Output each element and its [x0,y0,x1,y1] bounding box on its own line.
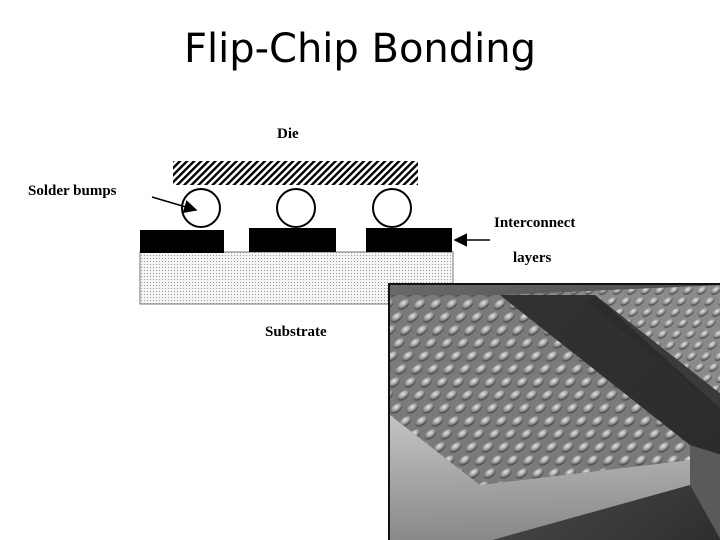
interconnect-pad [366,228,452,252]
substrate-label: Substrate [265,324,327,340]
solder-bump [372,188,412,228]
solder-bump-micrograph [388,283,720,540]
die-block [173,161,418,185]
interconnect-pad [249,228,336,252]
interconnect-pad [140,230,224,253]
layers-label: layers [513,250,552,266]
interconnect-label: Interconnect [494,215,576,231]
slide-title: Flip-Chip Bonding [183,26,537,72]
solder-bump [276,188,316,228]
solder-bumps-arrow [151,196,198,214]
solder-bump [181,188,221,228]
die-label: Die [277,126,299,142]
solder-bumps-label: Solder bumps [28,183,117,199]
micrograph-image [390,285,720,540]
